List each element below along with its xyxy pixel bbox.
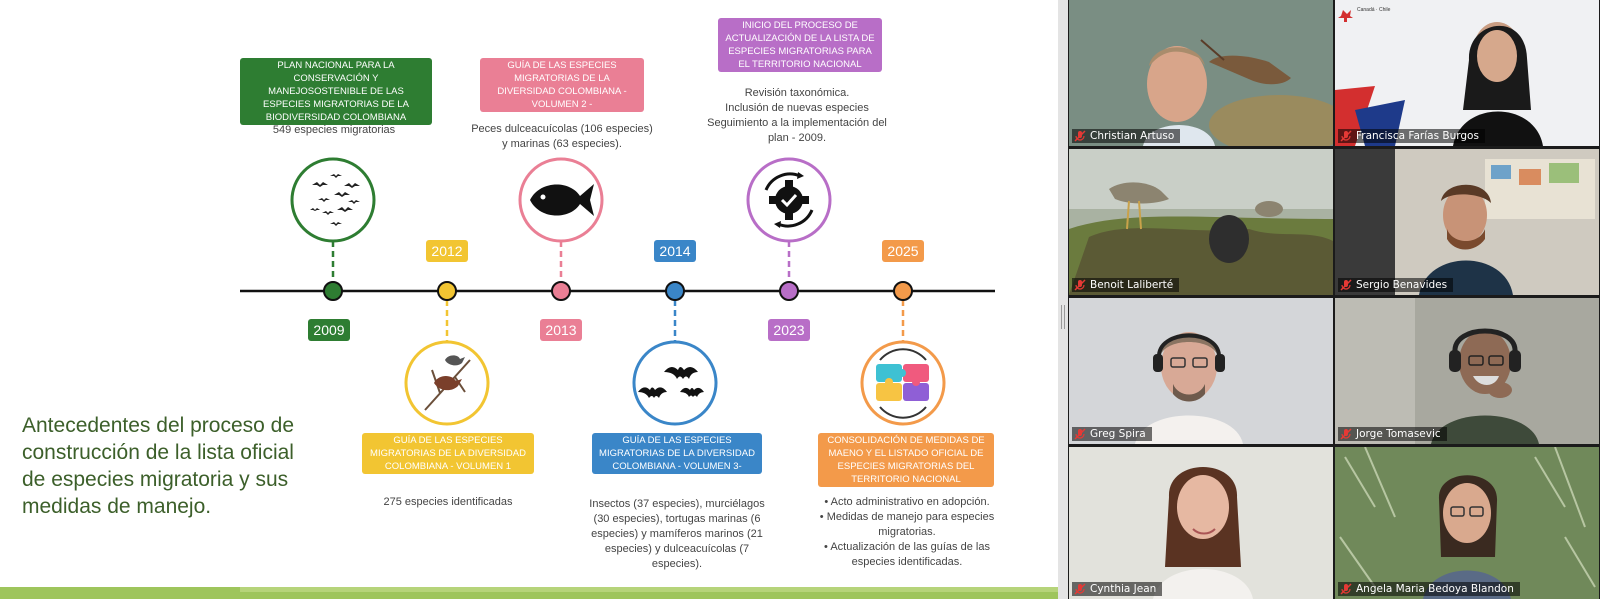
participant-video-image bbox=[1069, 447, 1333, 599]
slide-footer-bar bbox=[0, 587, 1058, 599]
participant-name-label: Francisca Farías Burgos bbox=[1338, 129, 1485, 143]
video-tile-francisca-farias-burgos[interactable]: Canadá · Chile Francisca Farías Burgos bbox=[1335, 0, 1599, 146]
divider-grip-handle[interactable] bbox=[1061, 305, 1065, 329]
dot-2023 bbox=[779, 281, 799, 301]
muted-mic-icon bbox=[1074, 583, 1086, 595]
video-tile-christian-artuso[interactable]: Christian Artuso bbox=[1069, 0, 1333, 146]
milestone-2025-title: CONSOLIDACIÓN DE MEDIDAS DE MAENO Y EL L… bbox=[818, 433, 994, 487]
participant-name-label: Christian Artuso bbox=[1072, 129, 1181, 143]
milestone-2023-desc: Revisión taxonómica. Inclusión de nuevas… bbox=[700, 86, 894, 146]
participant-video-image bbox=[1335, 447, 1599, 599]
milestone-2009-title: PLAN NACIONAL PARA LA CONSERVACIÓN Y MAN… bbox=[240, 58, 432, 125]
fish-icon bbox=[518, 157, 604, 243]
participant-video-image bbox=[1069, 149, 1333, 295]
participant-name-label: Angela Maria Bedoya Blandon bbox=[1338, 582, 1520, 596]
year-badge-2012: 2012 bbox=[426, 240, 468, 262]
video-tile-cynthia-jean[interactable]: Cynthia Jean bbox=[1069, 447, 1333, 599]
participant-video-image bbox=[1069, 298, 1333, 444]
participant-name: Greg Spira bbox=[1090, 428, 1146, 440]
milestone-2025-desc-item: Acto administrativo en adopción. bbox=[816, 495, 998, 510]
milestone-2013-title: GUÍA DE LAS ESPECIES MIGRATORIAS DE LA D… bbox=[480, 58, 644, 112]
participant-name-label: Cynthia Jean bbox=[1072, 582, 1163, 596]
milestone-2025-desc: Acto administrativo en adopción. Medidas… bbox=[816, 495, 998, 570]
participant-name-label: Jorge Tomasevic bbox=[1338, 427, 1447, 441]
gear-check-icon bbox=[746, 157, 832, 243]
milestone-2023-title: INICIO DEL PROCESO DE ACTUALIZACIÓN DE L… bbox=[718, 18, 882, 72]
milestone-2023-desc-line: Revisión taxonómica. bbox=[744, 87, 850, 99]
milestone-2023-desc-line: Seguimiento a la implementación del bbox=[707, 117, 887, 129]
milestone-2014-title: GUÍA DE LAS ESPECIES MIGRATORIAS DE LA D… bbox=[592, 433, 762, 474]
year-badge-2013: 2013 bbox=[540, 319, 582, 341]
milestone-2025-desc-item: Actualización de las guías de las especi… bbox=[816, 540, 998, 570]
participant-name: Sergio Benavides bbox=[1356, 279, 1448, 291]
timeline-graphic bbox=[240, 157, 995, 426]
participant-gallery: Christian Artuso Canadá · Chile Francisc… bbox=[1068, 0, 1600, 599]
panel-divider[interactable] bbox=[1058, 0, 1068, 599]
canada-leaf-logo-icon bbox=[1338, 10, 1353, 22]
muted-mic-icon bbox=[1340, 583, 1352, 595]
participant-name: Benoit Laliberté bbox=[1090, 279, 1174, 291]
participant-name: Christian Artuso bbox=[1090, 130, 1175, 142]
muted-mic-icon bbox=[1074, 428, 1086, 440]
milestone-2013-desc: Peces dulceacuícolas (106 especies) y ma… bbox=[471, 123, 653, 150]
participant-name: Cynthia Jean bbox=[1090, 583, 1157, 595]
video-tile-sergio-benavides[interactable]: Sergio Benavides bbox=[1335, 149, 1599, 295]
dot-2013 bbox=[551, 281, 571, 301]
milestone-2009-desc: 549 especies migratorias bbox=[272, 124, 396, 136]
logo-text: Canadá · Chile bbox=[1357, 7, 1391, 13]
muted-mic-icon bbox=[1074, 130, 1086, 142]
year-badge-2025: 2025 bbox=[882, 240, 924, 262]
video-tile-benoit-laliberte[interactable]: Benoit Laliberté bbox=[1069, 149, 1333, 295]
milestone-2025-desc-item: Medidas de manejo para especies migrator… bbox=[816, 510, 998, 540]
dot-2025 bbox=[893, 281, 913, 301]
slide-title: Antecedentes del proceso de construcción… bbox=[22, 414, 295, 518]
participant-name-label: Benoit Laliberté bbox=[1072, 278, 1180, 292]
participant-video-image bbox=[1335, 298, 1599, 444]
video-tile-jorge-tomasevic[interactable]: Jorge Tomasevic bbox=[1335, 298, 1599, 444]
dot-2014 bbox=[665, 281, 685, 301]
year-badge-2014: 2014 bbox=[654, 240, 696, 262]
muted-mic-icon bbox=[1340, 428, 1352, 440]
participant-video-image bbox=[1335, 149, 1599, 295]
milestone-2012-desc: 275 especies identificadas bbox=[383, 496, 513, 508]
shared-slide: 2009 2012 2013 2014 2023 2025 PLAN NACIO… bbox=[0, 0, 1058, 599]
bird-on-branch-icon bbox=[404, 340, 490, 426]
muted-mic-icon bbox=[1340, 130, 1352, 142]
milestone-2014-desc: Insectos (37 especies), murciélagos (30 … bbox=[589, 498, 765, 570]
participant-video-image bbox=[1335, 0, 1599, 146]
participant-name: Francisca Farías Burgos bbox=[1356, 130, 1479, 142]
muted-mic-icon bbox=[1074, 279, 1086, 291]
dot-2009 bbox=[323, 281, 343, 301]
milestone-2023-desc-line: Inclusión de nuevas especies bbox=[725, 102, 869, 114]
dot-2012 bbox=[437, 281, 457, 301]
milestone-2012-title: GUÍA DE LAS ESPECIES MIGRATORIAS DE LA D… bbox=[362, 433, 534, 474]
bats-icon bbox=[632, 340, 718, 426]
milestone-2023-desc-line: plan - 2009. bbox=[767, 132, 827, 144]
participant-name-label: Sergio Benavides bbox=[1338, 278, 1454, 292]
bird-flock-icon bbox=[290, 157, 376, 243]
puzzle-icon bbox=[860, 340, 946, 426]
video-tile-greg-spira[interactable]: Greg Spira bbox=[1069, 298, 1333, 444]
participant-name-label: Greg Spira bbox=[1072, 427, 1152, 441]
muted-mic-icon bbox=[1340, 279, 1352, 291]
participant-video-image bbox=[1069, 0, 1333, 146]
year-badge-2023: 2023 bbox=[768, 319, 810, 341]
participant-name: Angela Maria Bedoya Blandon bbox=[1356, 583, 1514, 595]
year-badge-2009: 2009 bbox=[308, 319, 350, 341]
participant-name: Jorge Tomasevic bbox=[1356, 428, 1441, 440]
video-tile-angela-maria-bedoya-blandon[interactable]: Angela Maria Bedoya Blandon bbox=[1335, 447, 1599, 599]
